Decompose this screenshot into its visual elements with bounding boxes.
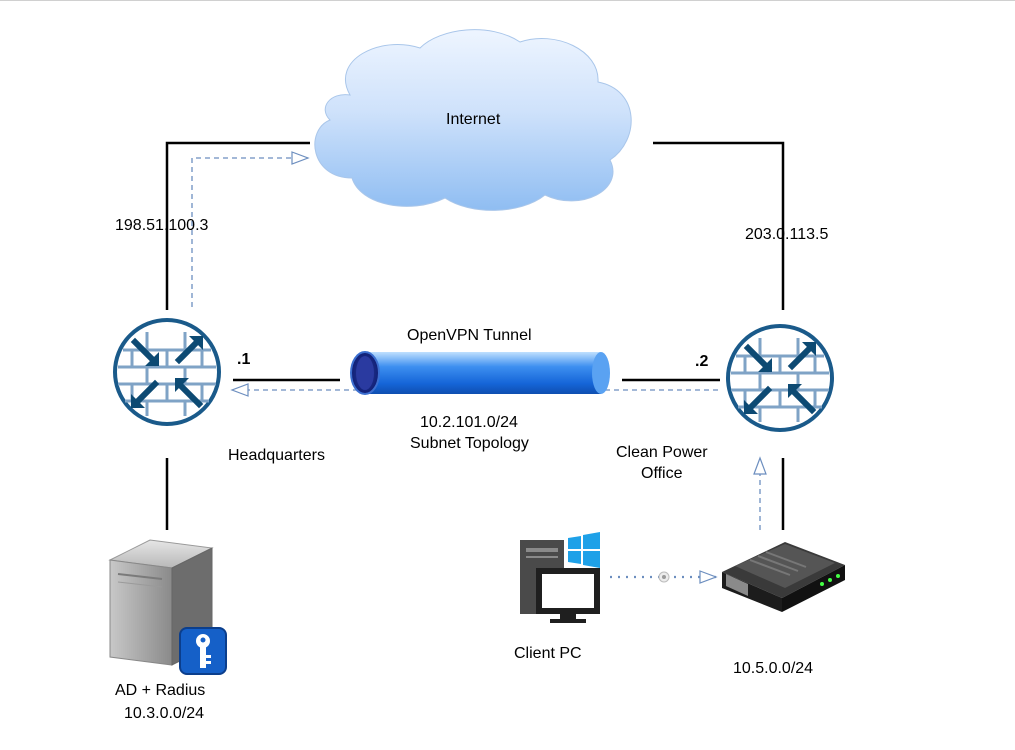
remote-wan-ip: 203.0.113.5	[745, 226, 829, 243]
tunnel-subnet: 10.2.101.0/24	[420, 414, 518, 431]
remote-tunnel-ip: .2	[695, 353, 709, 370]
vpn-tunnel-icon	[350, 351, 610, 395]
cloud-icon	[314, 29, 632, 211]
hq-firewall-icon	[113, 318, 221, 426]
server-key-icon	[108, 539, 227, 675]
server-subnet: 10.3.0.0/24	[124, 705, 205, 722]
remote-name-line2: Office	[641, 465, 683, 482]
tunnel-topology: Subnet Topology	[410, 435, 529, 452]
hq-tunnel-ip: .1	[237, 351, 251, 368]
hq-wan-ip: 198.51.100.3	[115, 217, 209, 234]
hq-to-internet-flow	[191, 151, 310, 307]
internet-label: Internet	[446, 111, 501, 128]
hq-name: Headquarters	[228, 447, 325, 464]
remote-firewall-icon	[726, 324, 834, 432]
server-name: AD + Radius	[115, 682, 206, 699]
client-name: Client PC	[514, 645, 582, 662]
hq-wan-link	[165, 141, 310, 310]
wan-links	[165, 141, 785, 530]
tunnel-label: OpenVPN Tunnel	[407, 327, 532, 344]
remote-name-line1: Clean Power	[616, 444, 708, 461]
windows-pc-icon	[520, 532, 600, 623]
remote-wan-link	[653, 141, 785, 310]
remote-lan-subnet: 10.5.0.0/24	[733, 660, 814, 677]
modem-icon	[722, 542, 845, 612]
client-flow-waypoint	[658, 571, 670, 583]
